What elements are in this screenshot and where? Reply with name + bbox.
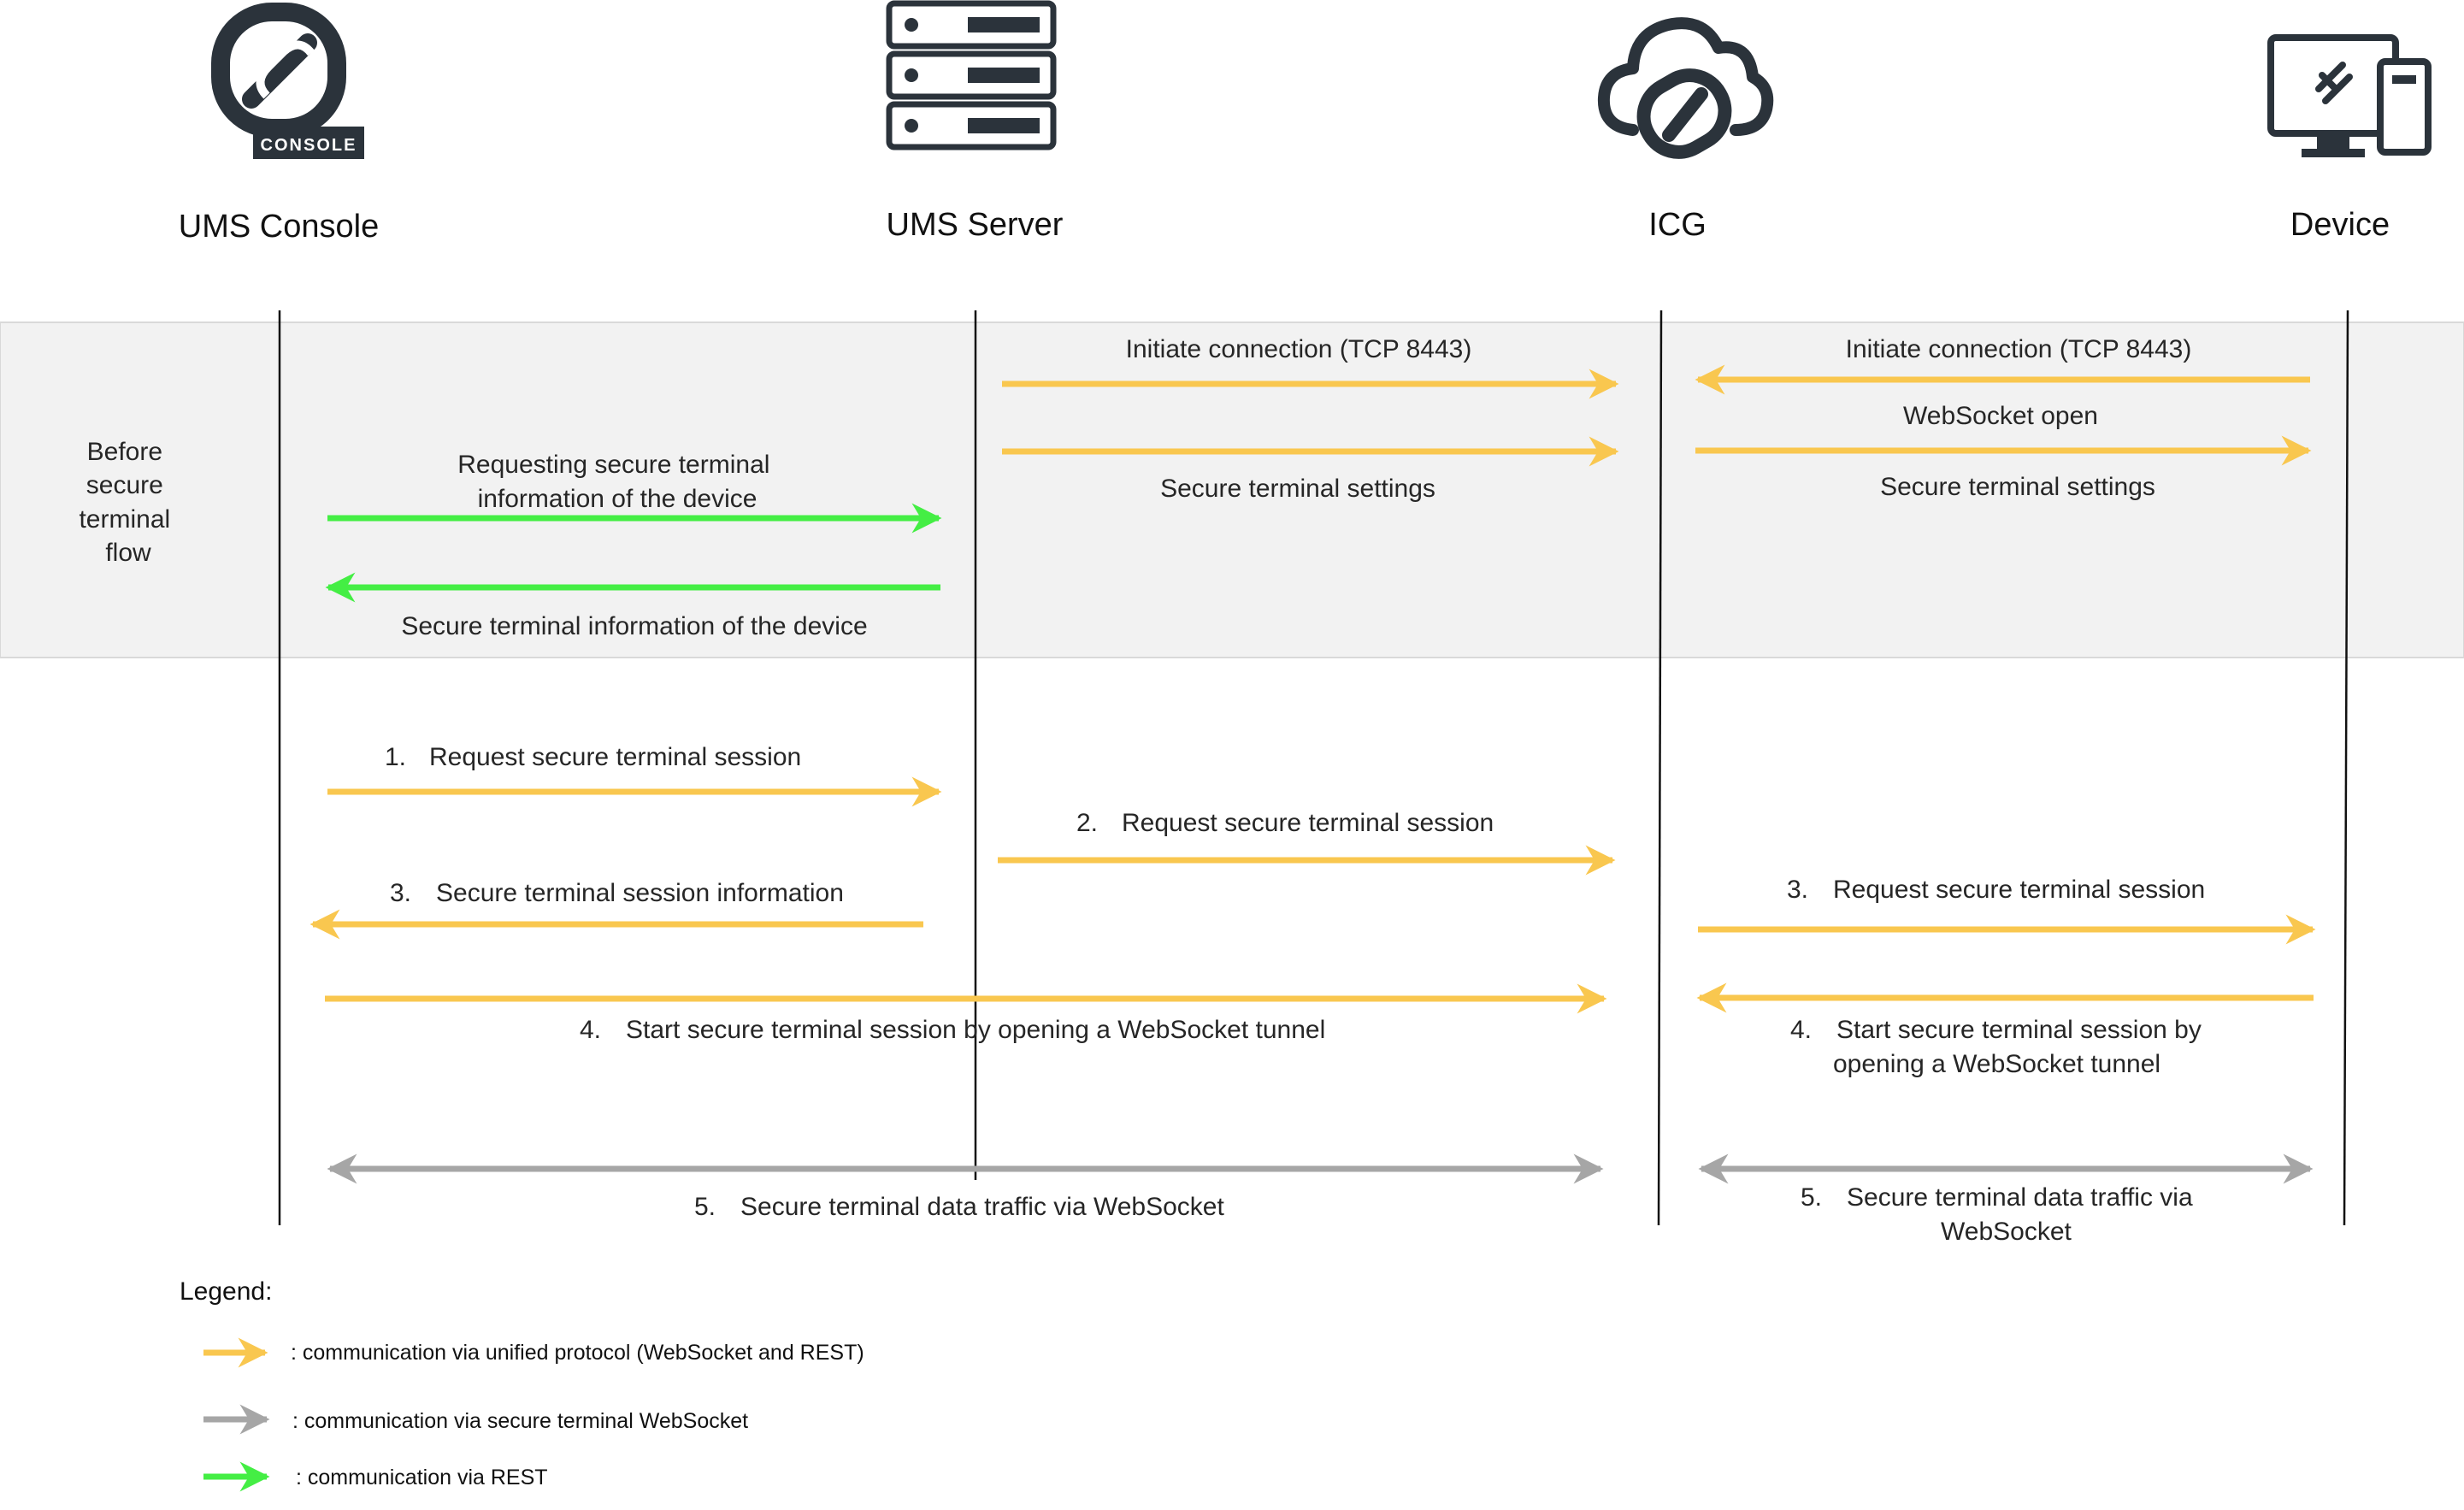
step-number: 4. bbox=[1790, 1016, 1812, 1044]
cloud-outline bbox=[1597, 17, 1774, 136]
legend-title: Legend: bbox=[180, 1277, 272, 1306]
step-text: Start secure terminal session by bbox=[1836, 1016, 2202, 1044]
step-number: 1. bbox=[385, 743, 406, 771]
step3-left-label: 3. Secure terminal session information bbox=[390, 879, 844, 907]
lifeline-device bbox=[2343, 310, 2349, 1226]
server-rack-icon bbox=[886, 0, 1057, 150]
phase-label: Before secure terminal flow bbox=[79, 438, 177, 567]
actor-label-device: Device bbox=[2290, 207, 2390, 243]
monitor-base bbox=[2302, 149, 2365, 157]
actor-label-icg: ICG bbox=[1648, 207, 1707, 243]
lifeline-icg bbox=[1657, 310, 1663, 1226]
step-text: Request secure terminal session bbox=[1122, 809, 1494, 837]
cloud-link-bar bbox=[1662, 87, 1708, 142]
phase-label-line: secure bbox=[86, 471, 163, 499]
msg-dev-icg-initiate: Initiate connection (TCP 8443) bbox=[1846, 335, 2192, 363]
step-number: 5. bbox=[694, 1193, 716, 1221]
step-number: 3. bbox=[390, 879, 411, 907]
step-number: 2. bbox=[1076, 809, 1098, 837]
server-led-1 bbox=[905, 18, 918, 32]
step-text: Secure terminal data traffic via WebSock… bbox=[740, 1193, 1224, 1221]
monitor-logo bbox=[2315, 62, 2353, 104]
step-text: WebSocket bbox=[1941, 1218, 2072, 1246]
step1-label: 1. Request secure terminal session bbox=[385, 743, 801, 771]
desktop-device-icon bbox=[2267, 34, 2432, 157]
step-text: Request secure terminal session bbox=[429, 743, 801, 771]
msg-line: Requesting secure terminal bbox=[457, 451, 769, 479]
msg-srv-icg-settings: Secure terminal settings bbox=[1160, 475, 1435, 503]
step-text: opening a WebSocket tunnel bbox=[1833, 1050, 2160, 1078]
phase-label-line: terminal bbox=[79, 505, 170, 534]
phase-label-line: flow bbox=[105, 539, 151, 567]
monitor-stand bbox=[2317, 133, 2349, 152]
msg-srv-con-info: Secure terminal information of the devic… bbox=[401, 612, 867, 640]
legend-item-rest: : communication via REST bbox=[296, 1466, 548, 1489]
server-led-3 bbox=[905, 119, 918, 133]
cloud-link-shape bbox=[1636, 68, 1732, 159]
step4-right-label: 4. Start secure terminal session by open… bbox=[1790, 1016, 2208, 1078]
msg-line: information of the device bbox=[478, 485, 757, 513]
step-number: 4. bbox=[580, 1016, 601, 1044]
ums-console-logo: CONSOLE bbox=[211, 3, 364, 159]
tower-drive bbox=[2392, 75, 2416, 84]
step-number: 3. bbox=[1787, 876, 1808, 904]
phase-label-line: Before bbox=[87, 438, 162, 466]
step-text: Secure terminal data traffic via bbox=[1847, 1183, 2193, 1212]
actor-label-console: UMS Console bbox=[179, 209, 379, 245]
step2-label: 2. Request secure terminal session bbox=[1076, 809, 1494, 837]
legend-item-unified: : communication via unified protocol (We… bbox=[291, 1341, 864, 1365]
server-slot-2 bbox=[968, 68, 1040, 83]
server-led-2 bbox=[905, 68, 918, 82]
legend: Legend: : communication via unified prot… bbox=[180, 1277, 864, 1492]
step-text: Secure terminal session information bbox=[436, 879, 844, 907]
step-text: Request secure terminal session bbox=[1833, 876, 2205, 904]
step-text: Start secure terminal session by opening… bbox=[626, 1016, 1325, 1044]
console-badge bbox=[253, 127, 364, 159]
step3-right-label: 3. Request secure terminal session bbox=[1787, 876, 2205, 904]
actor-label-server: UMS Server bbox=[887, 207, 1064, 243]
console-logo-link-inner bbox=[256, 40, 315, 99]
server-slot-3 bbox=[968, 118, 1040, 133]
step-number: 5. bbox=[1801, 1183, 1822, 1212]
legend-item-secure-ws: : communication via secure terminal WebS… bbox=[292, 1409, 748, 1433]
step5-left-label: 5. Secure terminal data traffic via WebS… bbox=[694, 1193, 1224, 1221]
msg-icg-dev-ws-open: WebSocket open bbox=[1903, 402, 2098, 430]
msg-srv-icg-initiate: Initiate connection (TCP 8443) bbox=[1126, 335, 1472, 363]
server-slot-1 bbox=[968, 17, 1040, 32]
console-badge-text: CONSOLE bbox=[261, 136, 357, 155]
tower-case bbox=[2377, 58, 2432, 156]
msg-icg-dev-settings: Secure terminal settings bbox=[1880, 473, 2155, 501]
msg-con-srv-request-info: Requesting secure terminal information o… bbox=[457, 451, 777, 513]
step4-left-label: 4. Start secure terminal session by open… bbox=[580, 1016, 1325, 1044]
cloud-gateway-icon bbox=[1597, 17, 1774, 159]
step5-right-label: 5. Secure terminal data traffic via WebS… bbox=[1801, 1183, 2200, 1246]
